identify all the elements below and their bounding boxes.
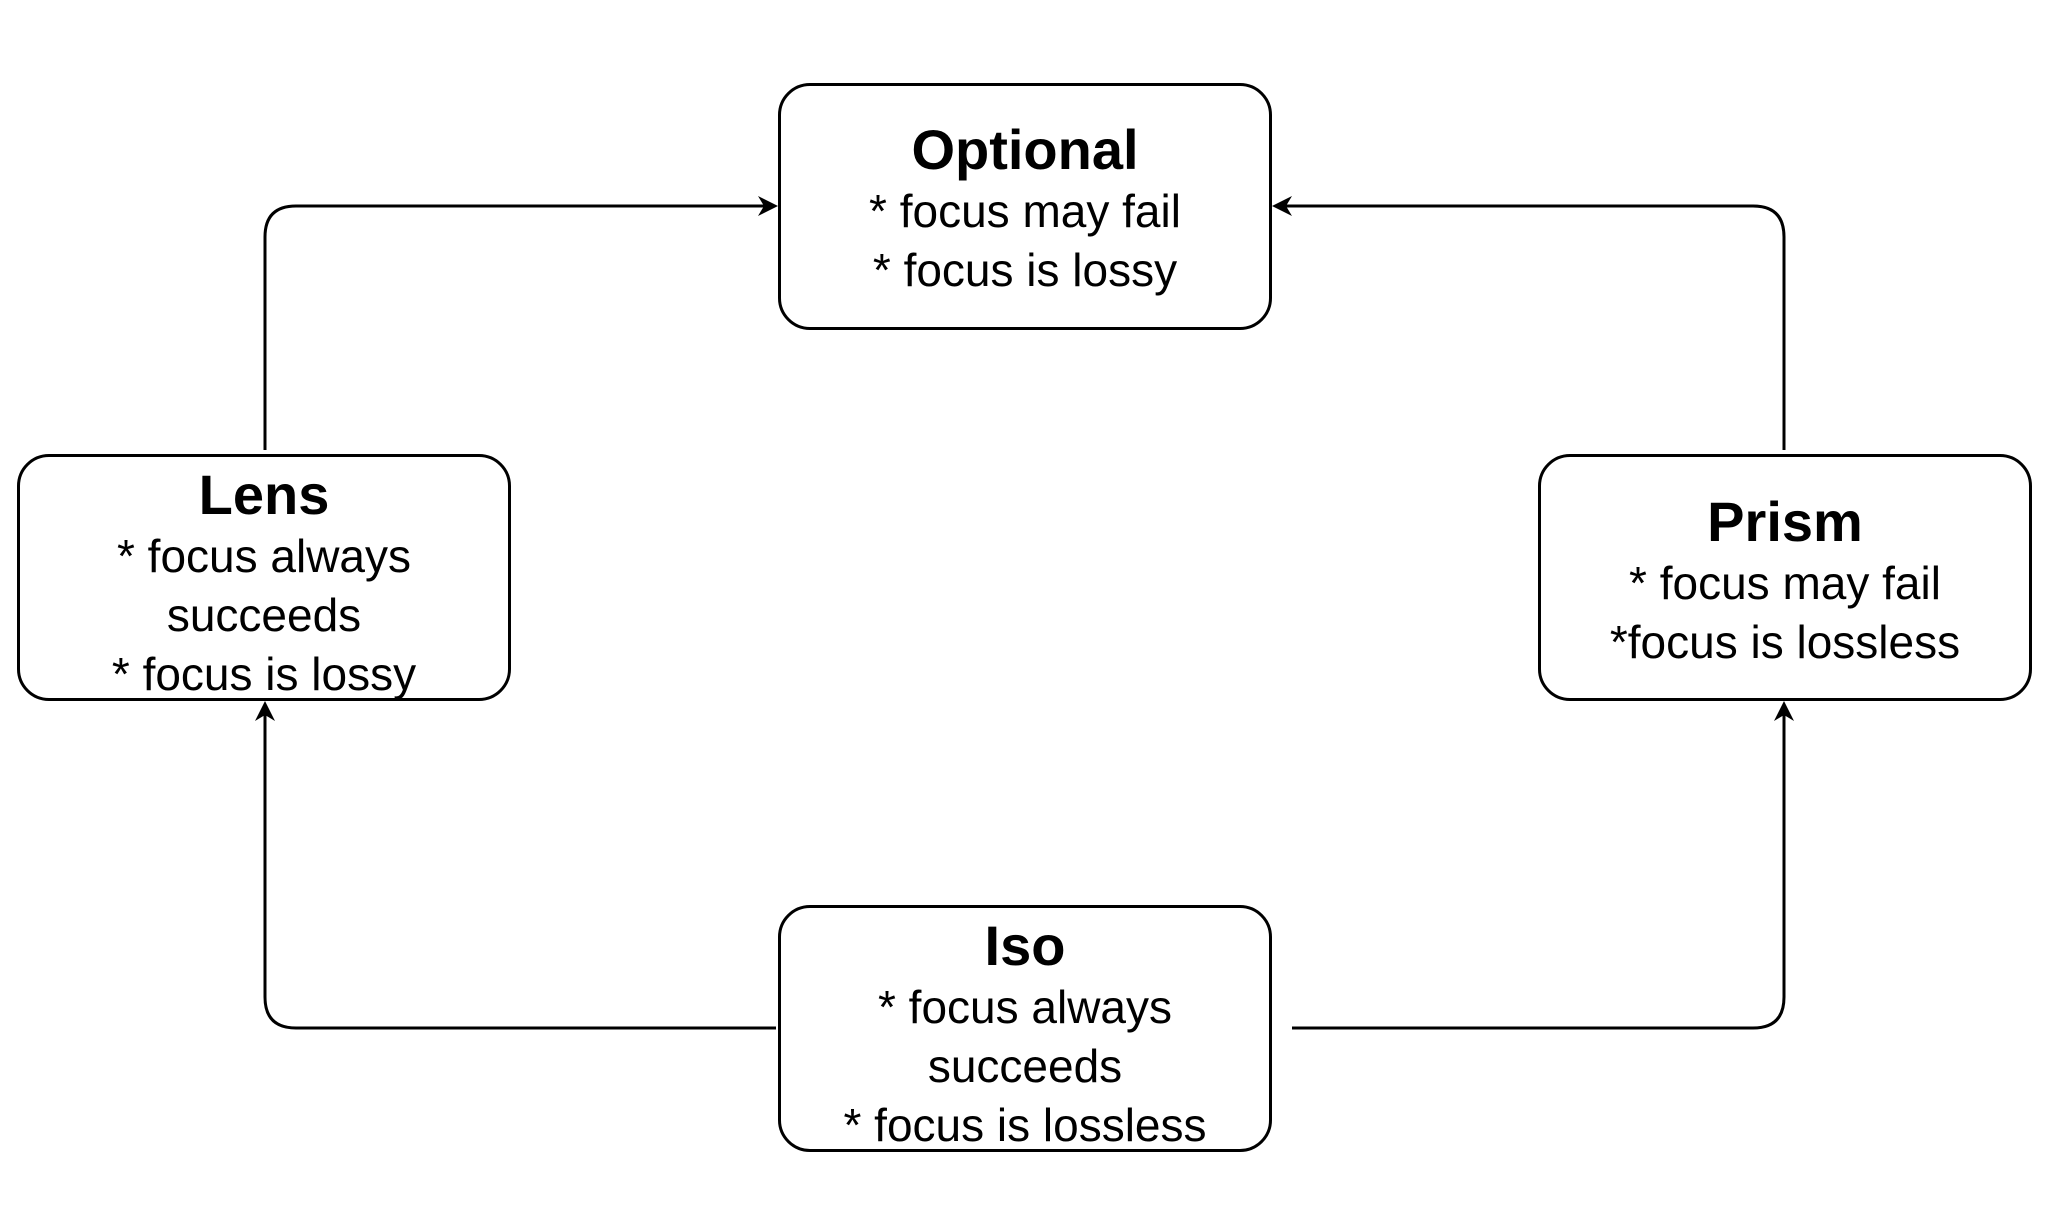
node-lens: Lens * focus always succeeds * focus is … xyxy=(17,454,511,701)
node-line: * focus may fail xyxy=(1629,557,1941,609)
node-title: Optional xyxy=(911,118,1139,181)
node-title: Iso xyxy=(984,914,1066,977)
node-line: * focus is lossy xyxy=(111,648,417,700)
node-line: *focus is lossless xyxy=(1609,616,1961,668)
edge-lens-to-optional xyxy=(263,196,778,450)
node-line: * focus is lossy xyxy=(872,244,1178,296)
node-line: * focus is lossless xyxy=(843,1099,1207,1151)
edge-prism-to-optional xyxy=(1272,196,1786,450)
node-iso: Iso * focus always succeeds * focus is l… xyxy=(778,905,1272,1152)
node-line: succeeds xyxy=(166,589,362,641)
node-line: * focus always xyxy=(116,530,411,582)
node-line: succeeds xyxy=(927,1040,1123,1092)
node-title: Prism xyxy=(1707,490,1863,553)
node-line: * focus always xyxy=(877,981,1172,1033)
node-title: Lens xyxy=(198,463,330,526)
node-prism: Prism * focus may fail *focus is lossles… xyxy=(1538,454,2032,701)
node-optional: Optional * focus may fail * focus is los… xyxy=(778,83,1272,330)
node-line: * focus may fail xyxy=(869,185,1181,237)
edge-iso-to-lens xyxy=(255,701,776,1030)
edge-iso-to-prism xyxy=(1292,701,1794,1030)
